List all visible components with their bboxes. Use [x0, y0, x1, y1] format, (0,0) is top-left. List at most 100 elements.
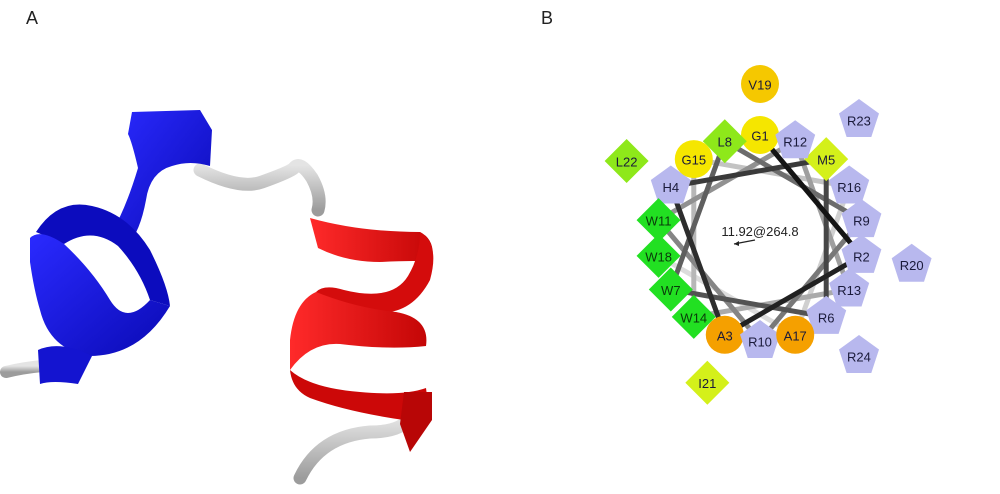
wheel-connector	[668, 156, 829, 189]
residue-r10: R10	[740, 320, 780, 358]
residue-label: L8	[718, 135, 732, 150]
residue-label: I21	[698, 376, 716, 391]
residue-marker	[702, 119, 747, 164]
residue-r9: R9	[841, 199, 882, 238]
residue-w18: W18	[636, 233, 681, 278]
residue-w11: W11	[636, 198, 681, 243]
wheel-connector	[656, 253, 798, 338]
residue-label: G1	[751, 129, 768, 144]
residue-label: R20	[900, 258, 924, 273]
residue-label: R24	[847, 349, 871, 364]
wheel-connector	[668, 184, 728, 338]
residue-r20: R20	[891, 243, 932, 282]
residue-marker	[741, 116, 779, 154]
residue-marker	[841, 199, 882, 238]
residue-v19: V19	[741, 65, 779, 103]
coil-n-terminus	[0, 360, 48, 378]
residue-marker	[741, 65, 779, 103]
residue-marker	[891, 243, 932, 282]
residue-r13: R13	[829, 268, 870, 307]
coil-linker	[193, 159, 326, 217]
moment-arrow-head	[734, 241, 739, 246]
residue-r16: R16	[829, 165, 870, 204]
residue-marker	[829, 268, 870, 307]
wheel-connector	[757, 217, 864, 344]
residue-marker	[804, 137, 849, 182]
residue-a17: A17	[776, 315, 815, 354]
residue-label: R16	[837, 180, 861, 195]
residue-label: V19	[748, 78, 771, 93]
residue-g15: G15	[674, 140, 713, 179]
residue-label: A3	[717, 328, 733, 343]
residue-label: R13	[837, 283, 861, 298]
residue-label: W11	[646, 214, 672, 229]
helix-c-terminal-ribbon	[290, 218, 434, 452]
wheel-connector	[757, 132, 864, 259]
residue-label: R23	[847, 114, 871, 129]
residue-m5: M5	[804, 137, 849, 182]
wheel-connector	[792, 138, 852, 292]
residue-r2: R2	[841, 234, 882, 273]
residue-label: H4	[662, 180, 679, 195]
panel-a-label: A	[26, 8, 39, 28]
residue-label: G15	[682, 153, 707, 168]
residue-label: W14	[680, 310, 707, 325]
residue-label: M5	[817, 153, 835, 168]
panel-b-label: B	[541, 8, 554, 28]
residue-marker	[705, 315, 744, 354]
residue-marker	[650, 165, 691, 204]
residue-marker	[604, 139, 649, 183]
hydrophobic-moment: 11.92@264.8	[721, 224, 799, 246]
helix-n-terminal-ribbon	[30, 110, 212, 384]
residue-marker	[648, 267, 693, 312]
moment-label: 11.92@264.8	[721, 224, 798, 239]
residue-label: L22	[616, 155, 638, 170]
residue-marker	[671, 294, 716, 339]
wheel-connector	[656, 217, 763, 344]
residue-marker	[636, 198, 681, 243]
residue-marker	[674, 140, 713, 179]
residue-marker	[636, 233, 681, 278]
residue-label: R12	[783, 135, 807, 150]
residue-label: A17	[784, 328, 807, 343]
residue-label: R6	[818, 310, 835, 325]
residue-label: W7	[661, 283, 681, 298]
residue-r23: R23	[839, 99, 879, 137]
residue-r12: R12	[775, 120, 816, 159]
wheel-connector	[792, 184, 852, 338]
residue-r24: R24	[839, 335, 879, 373]
residue-label: R10	[748, 335, 772, 350]
residue-a3: A3	[705, 315, 744, 354]
residue-r6: R6	[806, 295, 847, 334]
residue-marker	[740, 320, 780, 358]
wheel-connector	[691, 287, 852, 320]
residue-marker	[685, 360, 730, 405]
residue-marker	[806, 295, 847, 334]
residue-l22: L22	[604, 139, 649, 183]
residue-l8: L8	[702, 119, 747, 164]
wheel-connector	[668, 138, 728, 292]
residue-marker	[839, 335, 879, 373]
residue-h4: H4	[650, 165, 691, 204]
wheel-connector	[722, 138, 864, 223]
wheel-connector	[668, 287, 829, 320]
residue-g1: G1	[741, 116, 779, 154]
helix-ribbon-structure	[0, 110, 434, 485]
residue-marker	[829, 165, 870, 204]
residue-label: W18	[645, 249, 672, 264]
residue-w7: W7	[648, 267, 693, 312]
residue-marker	[776, 315, 815, 354]
residue-label: R2	[853, 249, 870, 264]
wheel-connector	[691, 156, 852, 189]
wheel-connector	[722, 253, 864, 338]
residue-marker	[839, 99, 879, 137]
residue-marker	[841, 234, 882, 273]
wheel-connector	[656, 138, 798, 223]
residue-i21: I21	[685, 360, 730, 405]
wheel-connectors	[656, 132, 864, 344]
residue-label: R9	[853, 214, 870, 229]
residue-w14: W14	[671, 294, 716, 339]
residue-marker	[775, 120, 816, 159]
